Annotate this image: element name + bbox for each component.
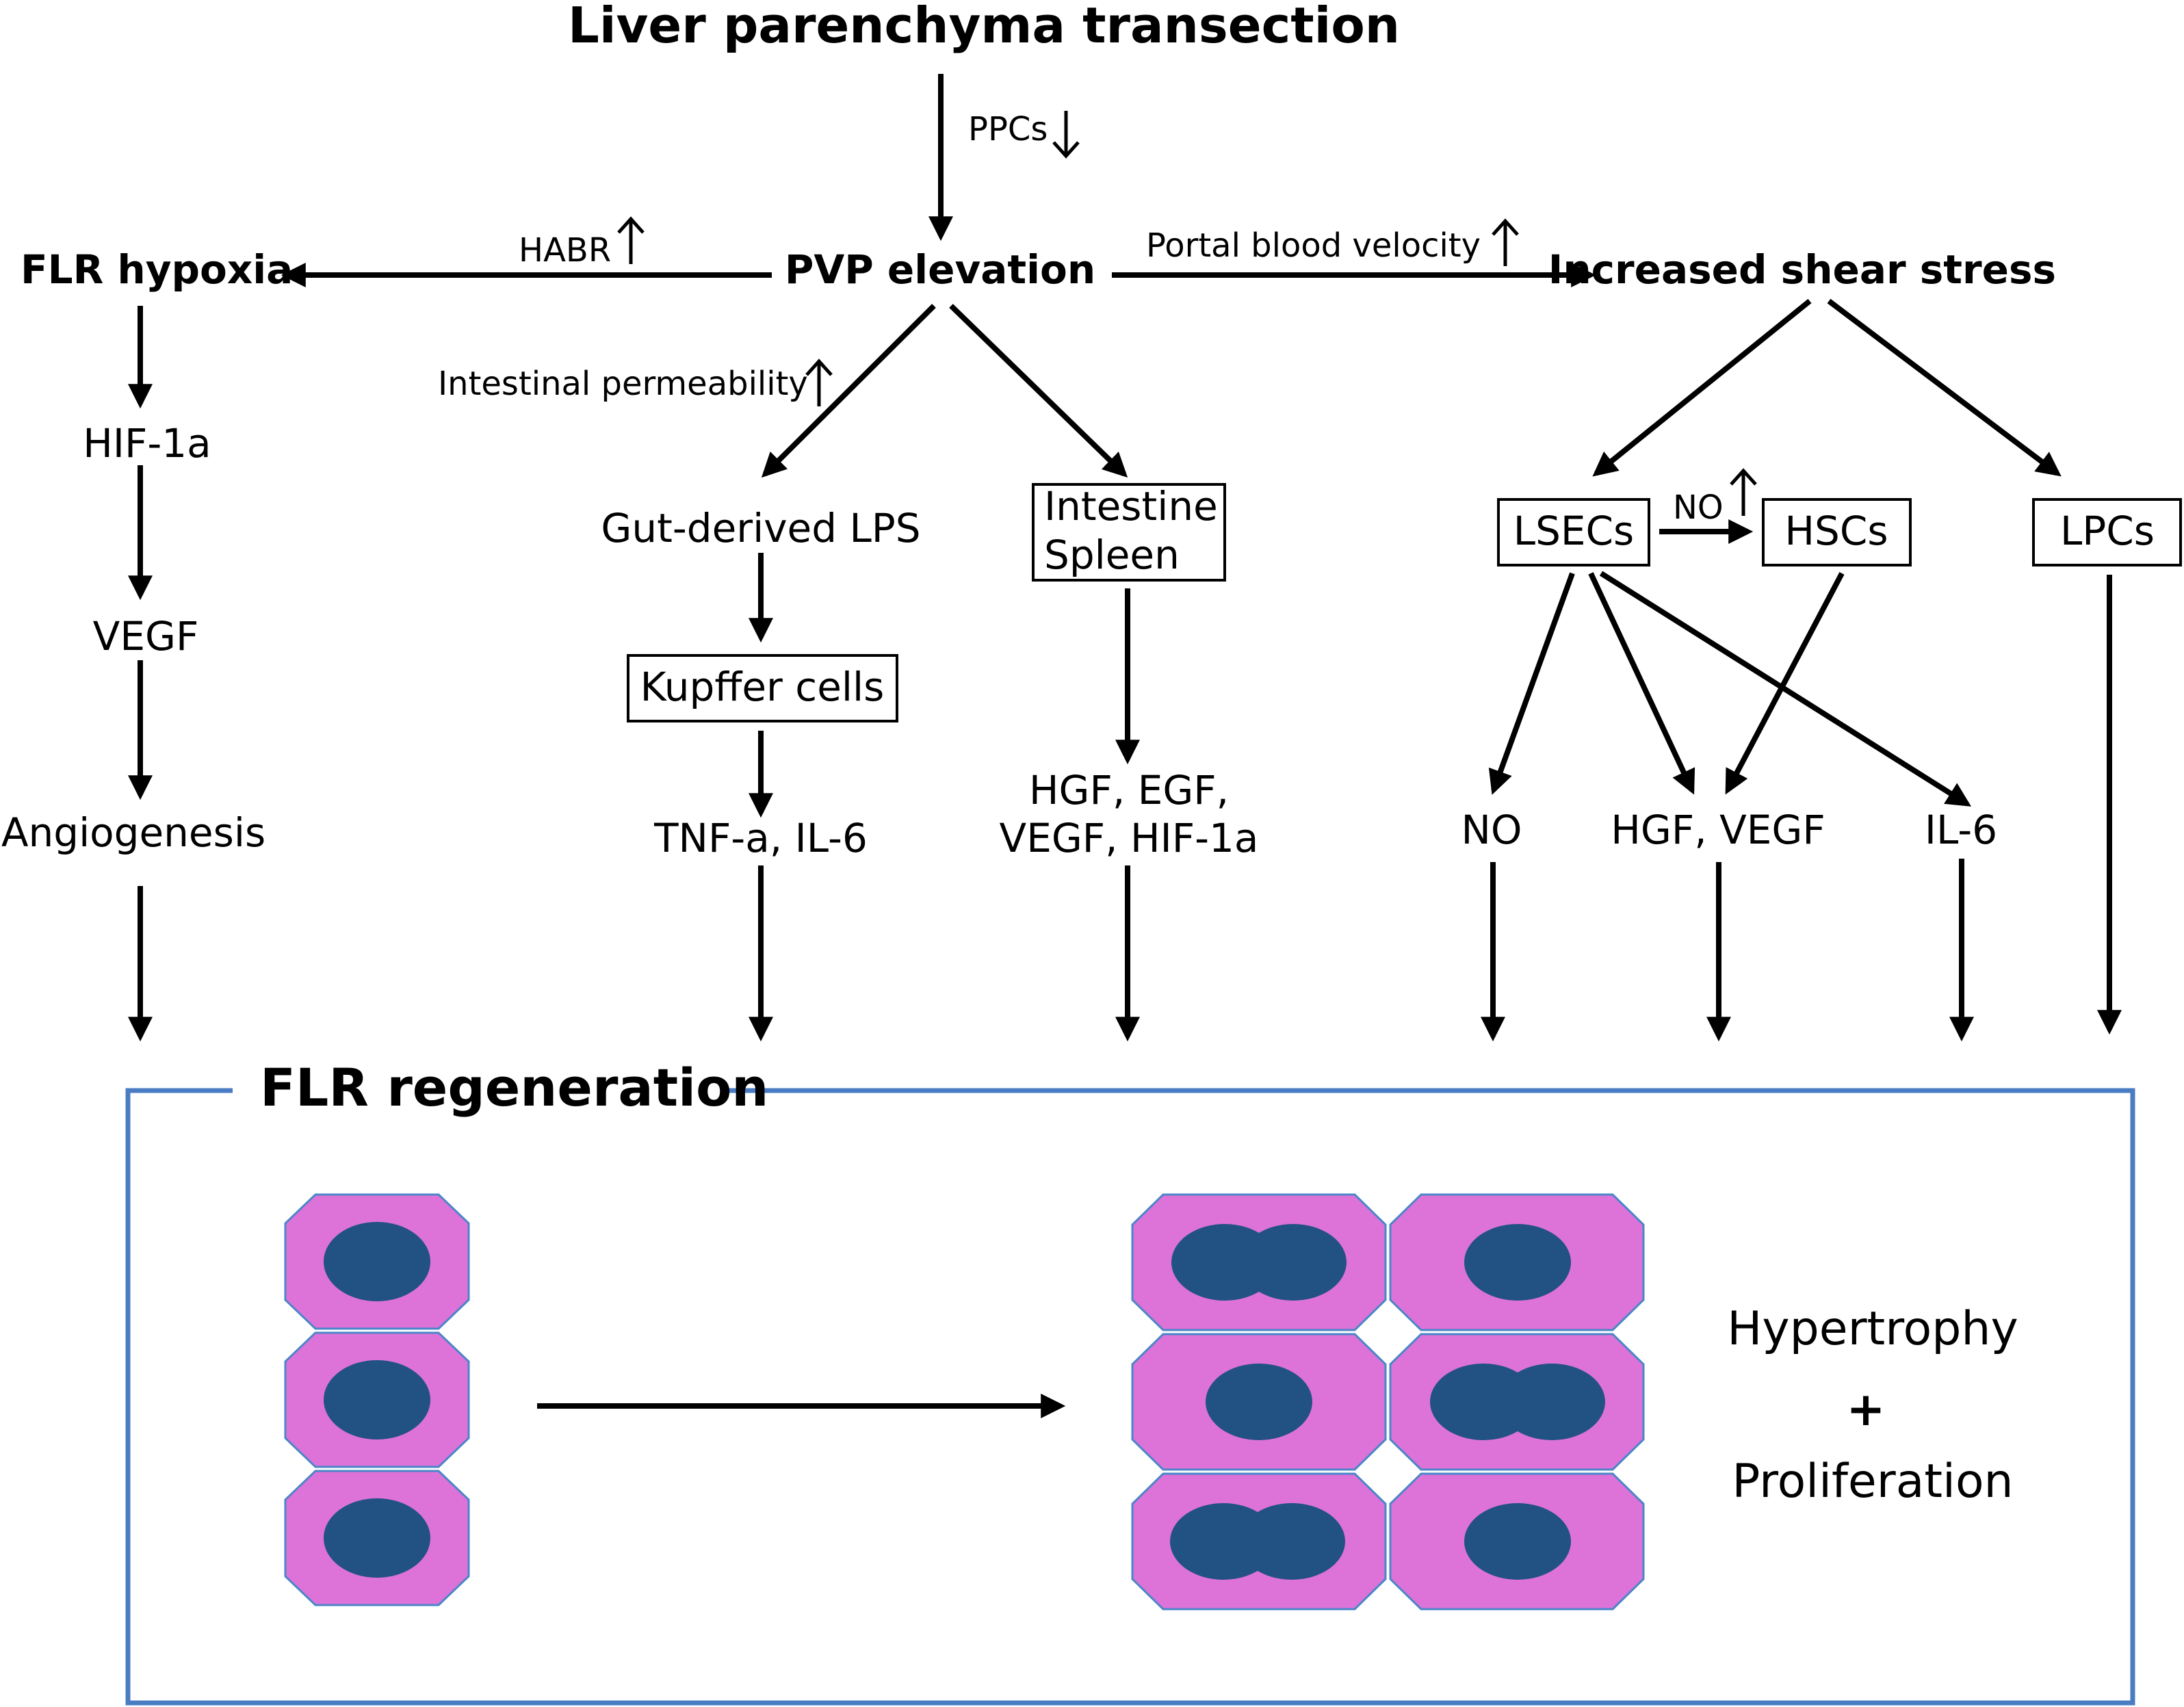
node-lsecs: LSECs bbox=[1513, 508, 1635, 554]
label-habr: HABR bbox=[519, 231, 611, 270]
nucleus bbox=[324, 1222, 430, 1301]
node-gut-derived-lps: Gut-derived LPS bbox=[601, 505, 920, 551]
panel-title: FLR regeneration bbox=[260, 1057, 768, 1118]
node-hgf-vegf: HGF, VEGF bbox=[1611, 807, 1825, 853]
panel-frame bbox=[125, 1088, 2135, 1706]
hscs-box: HSCs bbox=[1762, 498, 1912, 566]
nucleus bbox=[1464, 1503, 1571, 1580]
label-no-up: NO bbox=[1673, 488, 1724, 527]
node-growth-factors-line1: HGF, EGF, bbox=[1029, 767, 1229, 813]
nucleus bbox=[1238, 1503, 1345, 1580]
nucleus bbox=[1464, 1224, 1571, 1301]
result-plus: + bbox=[1847, 1383, 1886, 1437]
node-no: NO bbox=[1461, 807, 1522, 853]
result-proliferation: Proliferation bbox=[1732, 1455, 2013, 1509]
up-arrow-icon bbox=[1730, 468, 1757, 516]
kupffer-cells-box: Kupffer cells bbox=[627, 654, 898, 722]
node-il6: IL-6 bbox=[1925, 807, 1997, 853]
nucleus bbox=[324, 1360, 430, 1439]
down-arrow-icon bbox=[1052, 111, 1080, 159]
nucleus bbox=[1240, 1224, 1347, 1301]
label-ppcs: PPCs bbox=[968, 110, 1048, 148]
hepatocyte-grid-after bbox=[1131, 1193, 1645, 1611]
lpcs-box: LPCs bbox=[2032, 498, 2182, 566]
node-intestine: Intestine bbox=[1044, 483, 1218, 530]
node-hif-1a: HIF-1a bbox=[83, 420, 211, 467]
label-intestinal-permeability: Intestinal permeability bbox=[438, 365, 808, 403]
up-arrow-icon bbox=[805, 359, 833, 406]
up-arrow-icon bbox=[1492, 218, 1519, 266]
arrow-shear-to-lpcs bbox=[1827, 298, 2062, 477]
node-pvp-elevation: PVP elevation bbox=[785, 246, 1095, 293]
node-lpcs: LPCs bbox=[2060, 508, 2155, 554]
node-kupffer-cells: Kupffer cells bbox=[640, 664, 885, 710]
node-vegf: VEGF bbox=[93, 613, 199, 660]
node-spleen: Spleen bbox=[1044, 532, 1180, 578]
node-flr-hypoxia: FLR hypoxia bbox=[21, 246, 293, 293]
node-hscs: HSCs bbox=[1784, 508, 1888, 554]
arrow-hscs-to-hgf-vegf bbox=[1725, 572, 1845, 795]
result-hypertrophy: Hypertrophy bbox=[1727, 1302, 2018, 1356]
up-arrow-icon bbox=[617, 216, 645, 264]
node-shear-stress: Increased shear stress bbox=[1548, 246, 2056, 293]
arrow-pvp-to-lps bbox=[761, 304, 936, 478]
arrow-lsecs-to-no bbox=[1488, 572, 1575, 795]
node-growth-factors-line2: VEGF, HIF-1a bbox=[1000, 815, 1259, 861]
nucleus bbox=[1206, 1364, 1312, 1440]
diagram-title: Liver parenchyma transection bbox=[568, 0, 1400, 54]
node-tnf-il6: TNF-a, IL-6 bbox=[653, 815, 868, 861]
node-angiogenesis: Angiogenesis bbox=[1, 809, 265, 856]
lsecs-box: LSECs bbox=[1497, 498, 1650, 566]
nucleus bbox=[1498, 1364, 1605, 1440]
intestine-spleen-box: Intestine Spleen bbox=[1032, 483, 1226, 582]
arrow-pvp-to-intestine bbox=[949, 304, 1128, 478]
flr-regeneration-panel: FLR regeneration bbox=[125, 1057, 2135, 1706]
hepatocyte-column-before bbox=[284, 1193, 470, 1606]
arrow-shear-to-lsecs bbox=[1592, 298, 1812, 477]
nucleus bbox=[324, 1498, 430, 1578]
arrow-lsecs-to-hgf-vegf bbox=[1588, 572, 1695, 795]
label-portal-velocity: Portal blood velocity bbox=[1146, 226, 1481, 265]
